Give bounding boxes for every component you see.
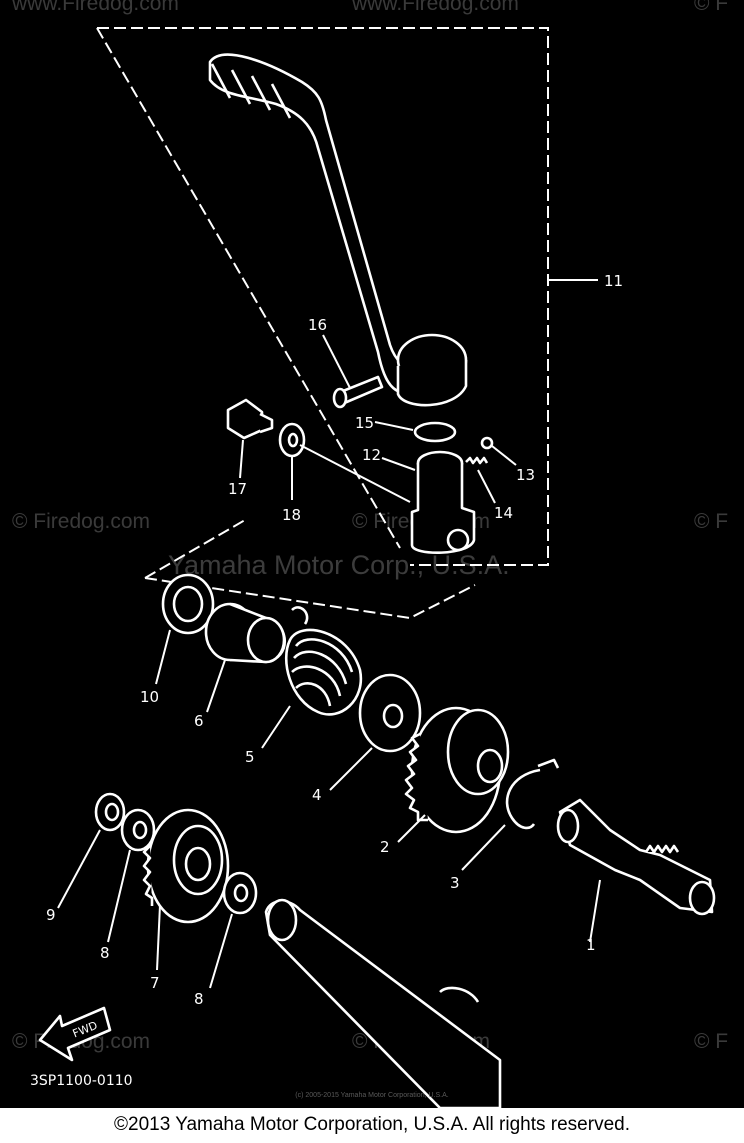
parts-diagram: www.Firedog.com www.Firedog.com © F © Fi… xyxy=(0,0,744,1108)
callout-7: 7 xyxy=(150,974,160,992)
brand-watermark: Yamaha Motor Corp., U.S.A. xyxy=(168,550,510,580)
spring-14 xyxy=(465,456,496,504)
clip-3 xyxy=(461,758,560,871)
kick-crank xyxy=(208,53,468,407)
callout-4: 4 xyxy=(312,786,322,804)
callout-14: 14 xyxy=(494,504,513,522)
washer-4 xyxy=(329,673,422,791)
callout-9: 9 xyxy=(46,906,56,924)
callout-8-lower: 8 xyxy=(194,990,204,1008)
diagram-drawing: FWD 1 2 3 4 5 6 7 8 9 10 11 12 13 14 15 … xyxy=(30,27,716,1108)
oil-seal-10 xyxy=(155,573,215,685)
callout-17: 17 xyxy=(228,480,247,498)
watermark-top-center: www.Firedog.com xyxy=(352,0,519,15)
small-copyright: (c) 2005-2015 Yamaha Motor Corporation, … xyxy=(295,1092,449,1099)
callout-16: 16 xyxy=(308,316,327,334)
watermark-top-left: www.Firedog.com xyxy=(12,0,179,15)
countershaft xyxy=(264,898,502,1108)
shaft-outline-bottom xyxy=(144,577,476,620)
callout-1: 1 xyxy=(586,936,596,954)
bolt-17 xyxy=(226,398,274,479)
assembly-outline-diagonal xyxy=(96,27,401,549)
callout-15: 15 xyxy=(355,414,374,432)
collar-6 xyxy=(204,602,287,713)
fwd-arrow-icon: FWD xyxy=(38,1006,112,1062)
callout-8-upper: 8 xyxy=(100,944,110,962)
washer-8-upper xyxy=(107,808,156,943)
kick-axle-1 xyxy=(556,798,716,943)
washer-8-lower xyxy=(209,871,258,989)
callout-11: 11 xyxy=(604,272,623,290)
leader-15 xyxy=(374,421,414,431)
spring-5 xyxy=(261,606,363,749)
callout-6: 6 xyxy=(194,712,204,730)
shaft-outline-left xyxy=(144,519,246,579)
callout-2: 2 xyxy=(380,838,390,856)
o-ring-15 xyxy=(413,421,457,443)
boss-12 xyxy=(381,450,476,554)
ball-13 xyxy=(480,436,517,466)
callout-5: 5 xyxy=(245,748,255,766)
watermark-mid-right: © F xyxy=(694,510,729,533)
watermark-mid-left: © Firedog.com xyxy=(12,510,151,533)
watermark-bottom-right: © F xyxy=(694,1030,729,1053)
callout-13: 13 xyxy=(516,466,535,484)
idle-gear-7 xyxy=(142,808,230,971)
callout-12: 12 xyxy=(362,446,381,464)
bolt-16 xyxy=(322,334,384,409)
kick-gear-2 xyxy=(397,706,510,843)
callout-18: 18 xyxy=(282,506,301,524)
diagram-code: 3SP1100-0110 xyxy=(30,1073,133,1089)
assembly-outline-top xyxy=(97,27,549,566)
circlip-9 xyxy=(57,792,126,909)
callout-3: 3 xyxy=(450,874,460,892)
washer-18 xyxy=(278,422,411,503)
callout-10: 10 xyxy=(140,688,159,706)
watermark-top-right: © F xyxy=(694,0,729,15)
footer-copyright: ©2013 Yamaha Motor Corporation, U.S.A. A… xyxy=(0,1108,744,1143)
